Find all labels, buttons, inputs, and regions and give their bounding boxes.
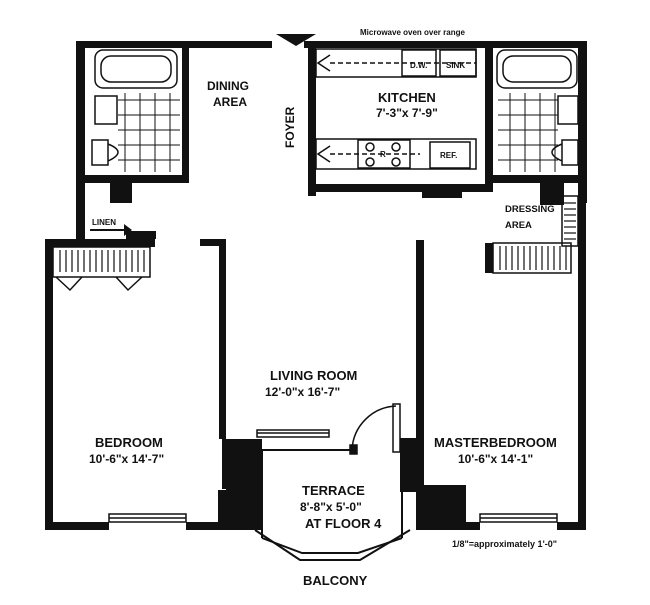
master-bedroom-label: MASTERBEDROOM	[434, 435, 557, 450]
range-label: R	[380, 150, 386, 159]
living-room-dims: 12'-0"x 16'-7"	[265, 385, 340, 399]
bedroom-closet	[52, 246, 151, 292]
kitchen-dims: 7'-3"x 7'-9"	[376, 106, 438, 120]
terrace-dims: 8'-8"x 5'-0"	[300, 500, 362, 514]
bedroom-label: BEDROOM	[95, 435, 163, 450]
bedroom-dims: 10'-6"x 14'-7"	[89, 452, 164, 466]
master-bedroom-dims: 10'-6"x 14'-1"	[458, 452, 533, 466]
dishwasher-label: D.W.	[410, 61, 427, 70]
linen-arrow-icon	[90, 224, 132, 236]
microwave-note: Microwave oven over range	[360, 28, 465, 37]
right-bath-tile-grid	[498, 93, 558, 172]
dressing-label-line2: AREA	[505, 220, 532, 231]
left-bath-tile-grid	[118, 93, 180, 172]
terrace-door	[349, 403, 401, 455]
left-bathroom	[91, 49, 180, 172]
dining-label-line1: DINING	[207, 79, 249, 93]
dining-label-line2: AREA	[213, 95, 247, 109]
windows	[108, 429, 558, 523]
balcony-label: BALCONY	[303, 573, 368, 588]
right-bathroom	[496, 49, 579, 172]
kitchen-label: KITCHEN	[378, 90, 436, 105]
right-toilet-icon	[551, 139, 579, 166]
dressing-closet	[492, 195, 579, 274]
sink-label: SINK	[446, 61, 465, 70]
foyer-label: FOYER	[283, 106, 297, 148]
scale-note: 1/8"=approximately 1'-0"	[452, 539, 557, 549]
kitchen-fixtures	[315, 48, 477, 170]
terrace-floor-label: AT FLOOR 4	[305, 516, 382, 531]
living-room-label: LIVING ROOM	[270, 368, 357, 383]
walls	[45, 41, 587, 530]
terrace-outline	[254, 449, 411, 561]
dressing-label-line1: DRESSING	[505, 204, 555, 215]
terrace-label: TERRACE	[302, 483, 365, 498]
entry-arrow-icon	[276, 34, 316, 46]
refrigerator-label: REF.	[440, 151, 457, 160]
left-toilet-icon	[91, 139, 119, 166]
linen-label: LINEN	[92, 218, 116, 227]
